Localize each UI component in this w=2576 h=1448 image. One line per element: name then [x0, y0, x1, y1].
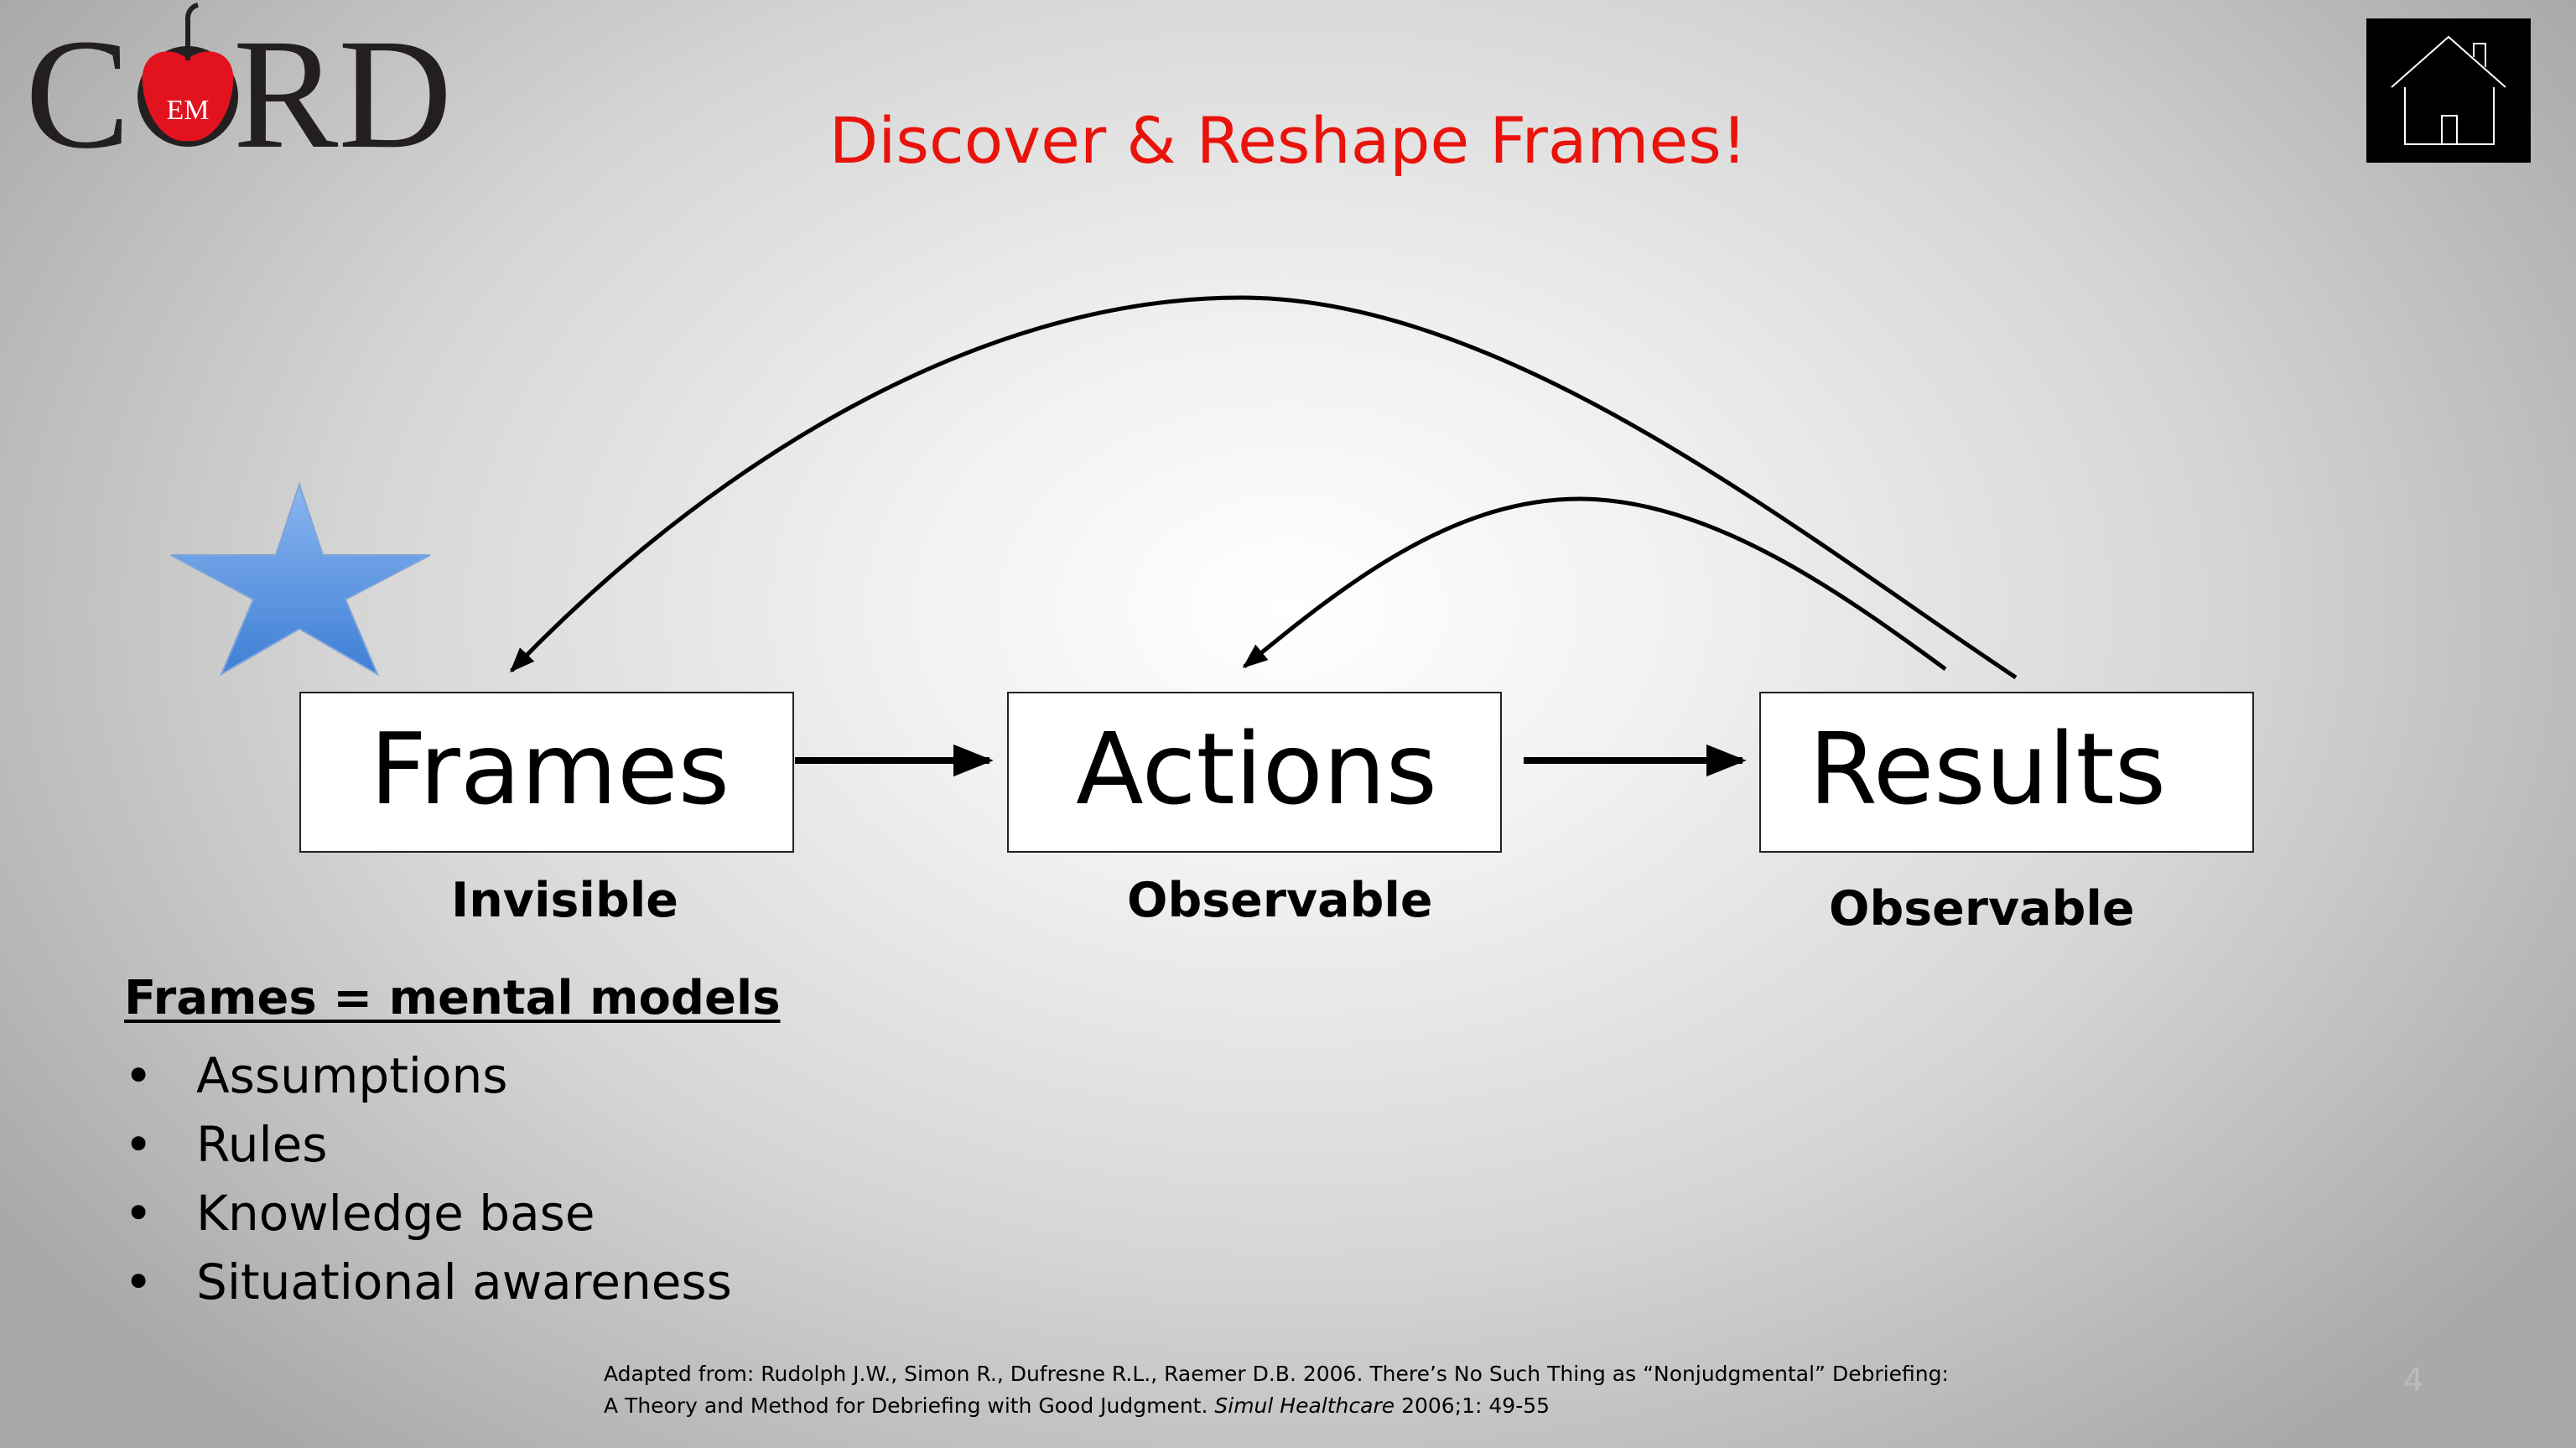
apple-icon: EM — [138, 3, 238, 147]
star-icon — [170, 481, 431, 677]
actions-box: Actions — [1007, 692, 1502, 853]
citation-line-2-text: A Theory and Method for Debriefing with … — [604, 1394, 1215, 1418]
bullet-item: Rules — [124, 1115, 732, 1184]
frames-heading: Frames = mental models — [124, 971, 781, 1025]
results-box-label: Results — [1809, 711, 2167, 827]
results-caption: Observable — [1829, 881, 2135, 937]
logo-letter-c: C — [25, 6, 130, 168]
bullet-item: Situational awareness — [124, 1253, 732, 1321]
logo-letters-rd: RD — [233, 6, 452, 168]
arrow-results-to-actions — [1242, 496, 1947, 672]
page-number: 4 — [2403, 1362, 2424, 1399]
citation-line-2-end: 2006;1: 49-55 — [1394, 1394, 1550, 1418]
frames-box: Frames — [299, 692, 794, 853]
bullet-item: Assumptions — [124, 1046, 732, 1115]
slide-title: Discover & Reshape Frames! — [828, 103, 1748, 178]
cord-em-logo: C EM RD — [25, 3, 452, 168]
citation-line-2: A Theory and Method for Debriefing with … — [604, 1390, 1949, 1422]
arrow-results-to-frames — [509, 295, 2018, 680]
frames-bullet-list: Assumptions Rules Knowledge base Situati… — [124, 1046, 732, 1321]
citation-journal: Simul Healthcare — [1214, 1394, 1395, 1418]
bullet-item: Knowledge base — [124, 1184, 732, 1253]
home-icon — [2391, 35, 2506, 145]
frames-box-label: Frames — [370, 711, 730, 827]
results-box: Results — [1759, 692, 2254, 853]
home-button[interactable] — [2366, 18, 2531, 163]
citation: Adapted from: Rudolph J.W., Simon R., Du… — [604, 1358, 1949, 1422]
citation-line-1: Adapted from: Rudolph J.W., Simon R., Du… — [604, 1362, 1949, 1386]
frames-caption: Invisible — [451, 873, 678, 928]
actions-box-label: Actions — [1076, 711, 1438, 827]
actions-caption: Observable — [1127, 873, 1433, 928]
logo-em-text: EM — [167, 95, 210, 126]
